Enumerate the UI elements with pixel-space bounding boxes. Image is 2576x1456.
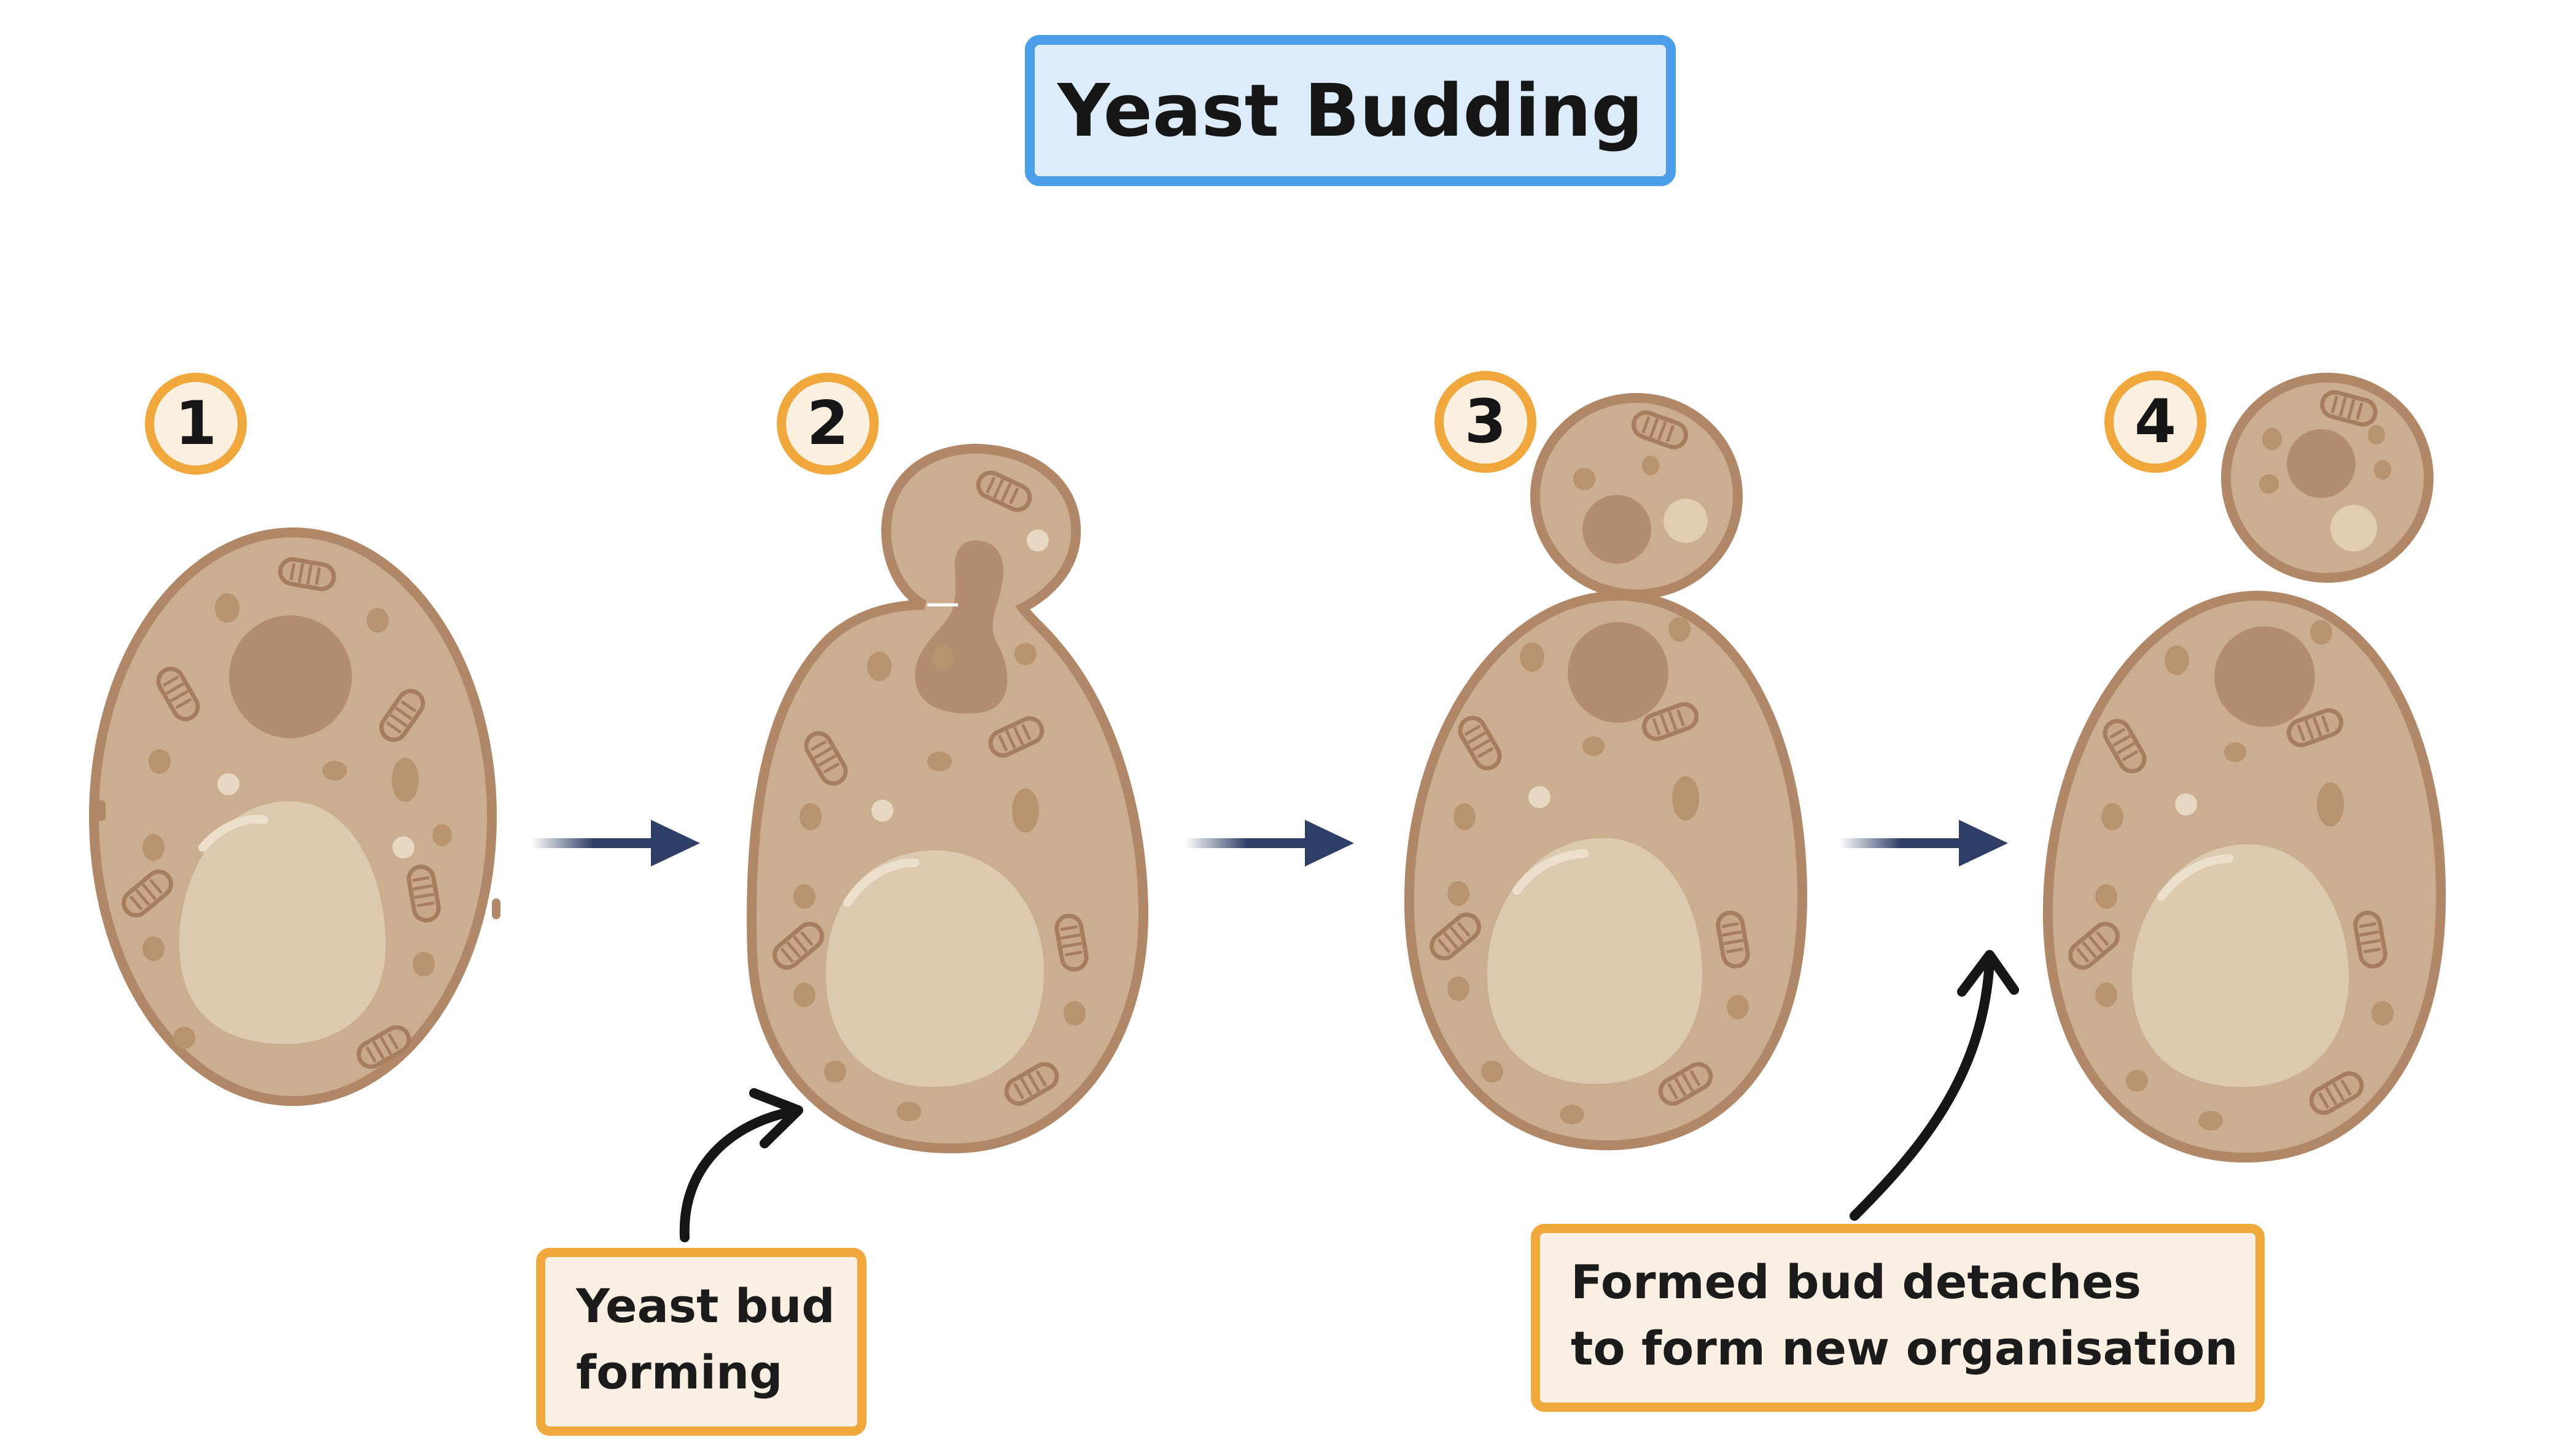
vacuole (2131, 844, 2349, 1087)
label-bud-detaches-line1: Formed bud detaches (1571, 1255, 2141, 1309)
nucleus (915, 540, 1008, 714)
vacuole (179, 801, 386, 1044)
yeast-cell-3 (1404, 393, 1808, 1151)
process-arrow-2-3 (1185, 820, 1354, 866)
step-number-2: 2 (777, 373, 879, 475)
diagram-title: Yeast Budding (1025, 35, 1676, 186)
nucleus (229, 615, 352, 738)
yeast-cell-4 (2042, 373, 2446, 1163)
label-bud-detaches-line2: to form new organisation (1571, 1321, 2238, 1376)
yeast-cell-1 (89, 528, 500, 1106)
nucleus (2287, 429, 2356, 498)
nucleus (1568, 622, 1668, 723)
callout-arrow-bud-forming (679, 1088, 803, 1242)
step-number-4: 4 (2104, 371, 2206, 473)
label-bud-forming: Yeast bud forming (536, 1248, 866, 1436)
process-arrow-1-2 (531, 820, 700, 866)
step-number-3: 3 (1434, 371, 1536, 473)
process-arrow-3-4 (1839, 820, 2008, 866)
step-number-1: 1 (145, 373, 247, 475)
vacuole (1487, 838, 1703, 1084)
nucleus (1582, 495, 1651, 564)
yeast-cell-2 (747, 443, 1149, 1154)
label-bud-forming-line2: forming (576, 1345, 783, 1400)
callout-arrow-bud-detaches (1850, 950, 2019, 1221)
vacuole (826, 850, 1044, 1087)
nucleus (2214, 626, 2315, 727)
label-bud-forming-line1: Yeast bud (576, 1279, 835, 1333)
label-bud-detaches: Formed bud detaches to form new organisa… (1531, 1224, 2265, 1412)
